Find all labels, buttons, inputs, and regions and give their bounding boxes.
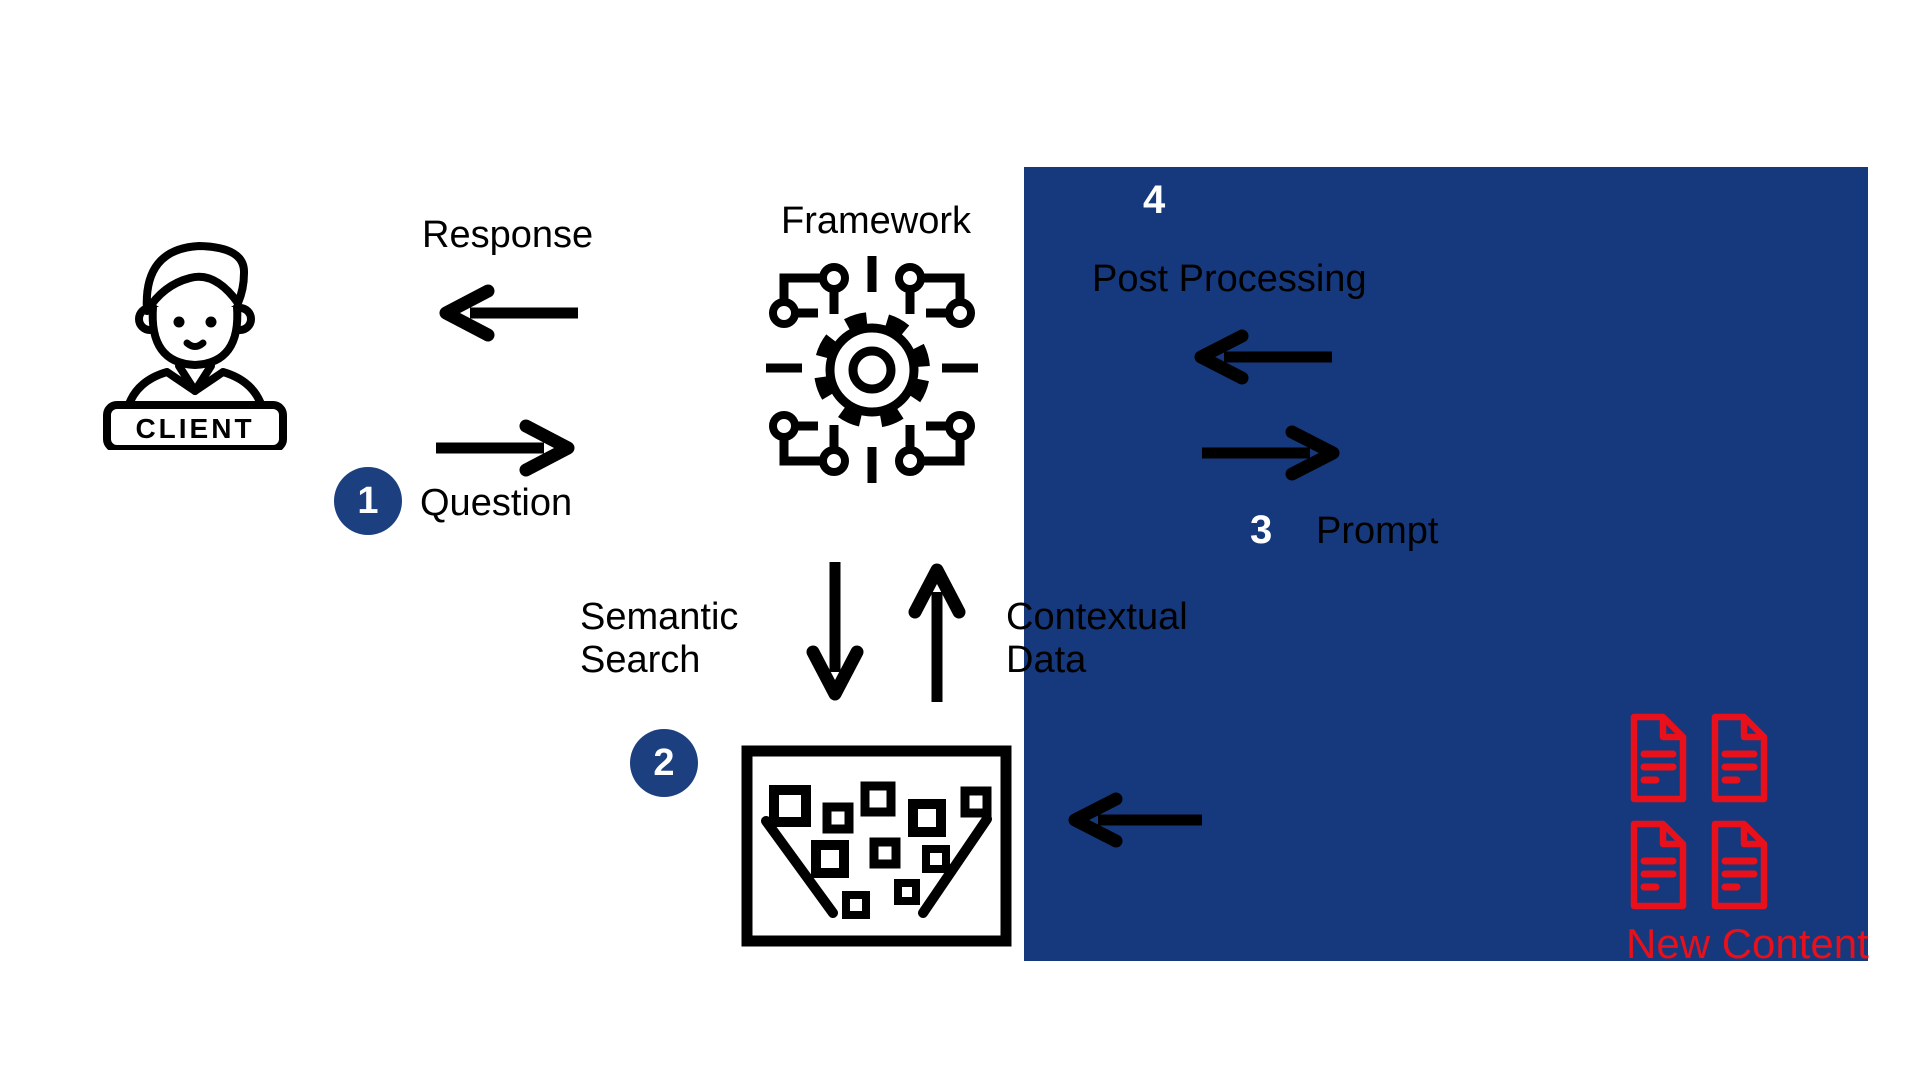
response-label: Response	[422, 214, 594, 256]
post-processing-arrow-left	[1194, 329, 1332, 385]
step-3-number: 3	[1250, 508, 1273, 552]
question-label: Question	[420, 482, 573, 524]
response-arrow-left	[439, 284, 578, 342]
step-badge-2: 2	[630, 729, 698, 797]
document-icon	[1630, 820, 1687, 910]
semantic-search-arrow-down	[806, 562, 864, 701]
step-1-number: 1	[357, 479, 379, 522]
prompt-arrow-right	[1202, 425, 1340, 481]
client-icon: CLIENT	[103, 242, 287, 450]
navy-panel	[1024, 167, 1868, 961]
question-arrow-right	[436, 419, 575, 477]
client-sign-label: CLIENT	[135, 413, 254, 444]
document-icon	[1711, 820, 1768, 910]
step-2-number: 2	[653, 741, 675, 784]
vector-database-icon	[741, 745, 1012, 947]
framework-label: Framework	[780, 200, 972, 242]
step-badge-1: 1	[334, 467, 402, 535]
post-processing-label: Post Processing	[1092, 258, 1367, 300]
new-content-label: New Content	[1626, 920, 1869, 967]
ingest-arrow-left	[1068, 792, 1202, 848]
step-4-number: 4	[1143, 178, 1166, 222]
prompt-label: Prompt	[1316, 510, 1439, 552]
document-icon	[1711, 713, 1768, 803]
semantic-search-label: Semantic Search	[580, 596, 739, 681]
framework-gear-icon	[766, 256, 978, 483]
contextual-data-label: Contextual Data	[1006, 596, 1188, 681]
document-icon	[1630, 713, 1687, 803]
contextual-data-arrow-up	[908, 563, 966, 702]
new-content-documents	[1622, 712, 1771, 911]
